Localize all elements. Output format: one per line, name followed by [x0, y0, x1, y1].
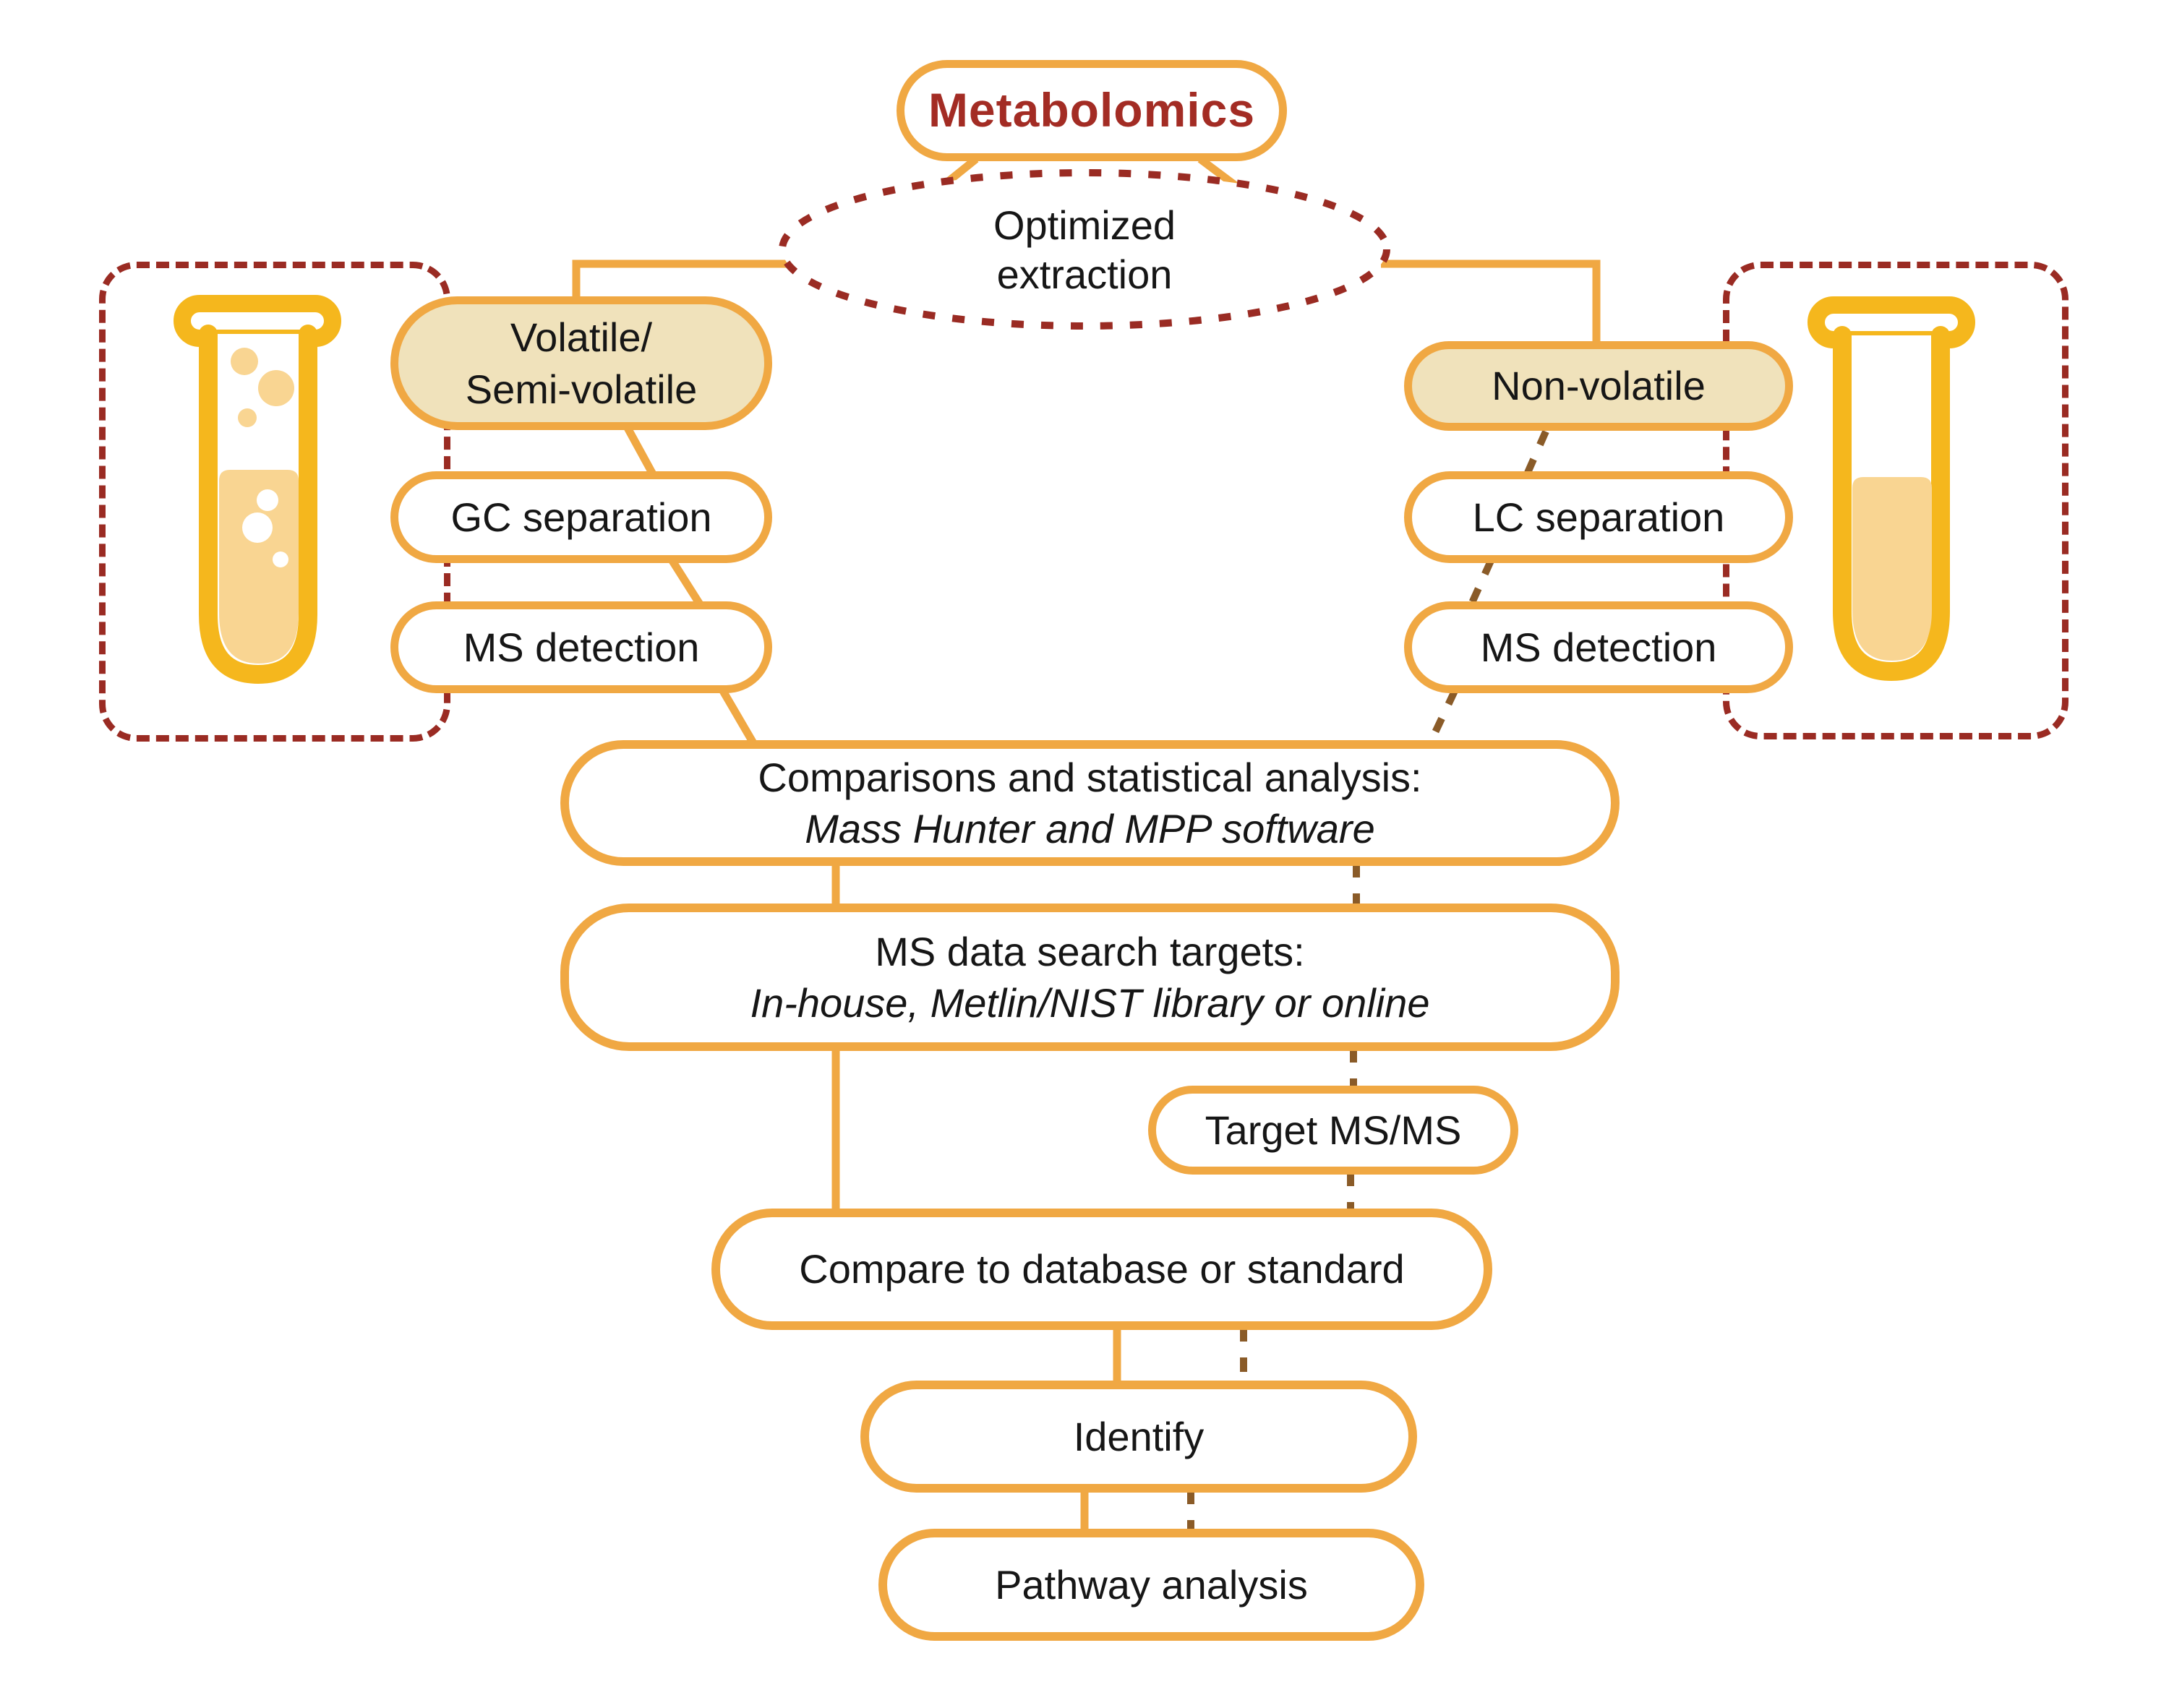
analysis-line1: Comparisons and statistical analysis:: [758, 754, 1422, 800]
analysis-line2: Mass Hunter and MPP software: [805, 806, 1375, 851]
node-ms-detection-left: MS detection: [390, 601, 772, 693]
node-ms-detection-right: MS detection: [1404, 601, 1793, 693]
volatile-line2: Semi-volatile: [465, 366, 698, 412]
edge-volatile-gc: [624, 426, 656, 476]
lc-separation-label: LC separation: [1472, 494, 1725, 540]
edge-msdetect-analysis: [719, 689, 757, 745]
edge-msdetect-analysis-dashed: [1426, 689, 1458, 745]
node-statistical-analysis: Comparisons and statistical analysis: Ma…: [560, 740, 1620, 866]
search-line2: In-house, Metlin/NIST library or online: [750, 980, 1430, 1026]
extraction-line2: extraction: [996, 252, 1173, 297]
test-tube-icon: [1808, 296, 1975, 682]
non-volatile-label: Non-volatile: [1492, 363, 1706, 409]
extraction-ellipse: [779, 169, 1390, 330]
node-non-volatile: Non-volatile: [1404, 341, 1793, 431]
compare-label: Compare to database or standard: [799, 1246, 1405, 1292]
node-target-msms: Target MS/MS: [1148, 1086, 1518, 1175]
node-volatile: Volatile/ Semi-volatile: [390, 296, 772, 430]
node-gc-separation: GC separation: [390, 471, 772, 563]
search-line1: MS data search targets:: [875, 928, 1305, 974]
gc-separation-label: GC separation: [450, 494, 712, 540]
node-ms-data-search: MS data search targets: In-house, Metlin…: [560, 904, 1620, 1051]
edge-extraction-volatile: [572, 259, 790, 299]
extraction-line1: Optimized: [993, 202, 1176, 248]
metabolomics-label: Metabolomics: [928, 83, 1256, 137]
target-msms-label: Target MS/MS: [1205, 1107, 1462, 1153]
node-metabolomics: Metabolomics: [897, 60, 1287, 161]
identify-label: Identify: [1073, 1413, 1205, 1459]
edge-lc-msdetect-dashed: [1468, 559, 1494, 606]
node-optimized-extraction: Optimized extraction: [868, 173, 1301, 327]
ms-detection-left-label: MS detection: [463, 624, 700, 670]
node-compare-database: Compare to database or standard: [711, 1209, 1492, 1330]
edge-nonvolatile-lc-dashed: [1523, 429, 1549, 476]
node-lc-separation: LC separation: [1404, 471, 1793, 563]
edge-gc-msdetect: [669, 559, 703, 606]
ms-detection-right-label: MS detection: [1480, 624, 1717, 670]
pathway-label: Pathway analysis: [995, 1561, 1308, 1608]
edge-extraction-nonvolatile: [1381, 259, 1601, 344]
node-identify: Identify: [860, 1381, 1417, 1493]
node-pathway-analysis: Pathway analysis: [878, 1529, 1424, 1641]
volatile-line1: Volatile/: [510, 314, 653, 361]
test-tube-icon: [174, 295, 341, 685]
